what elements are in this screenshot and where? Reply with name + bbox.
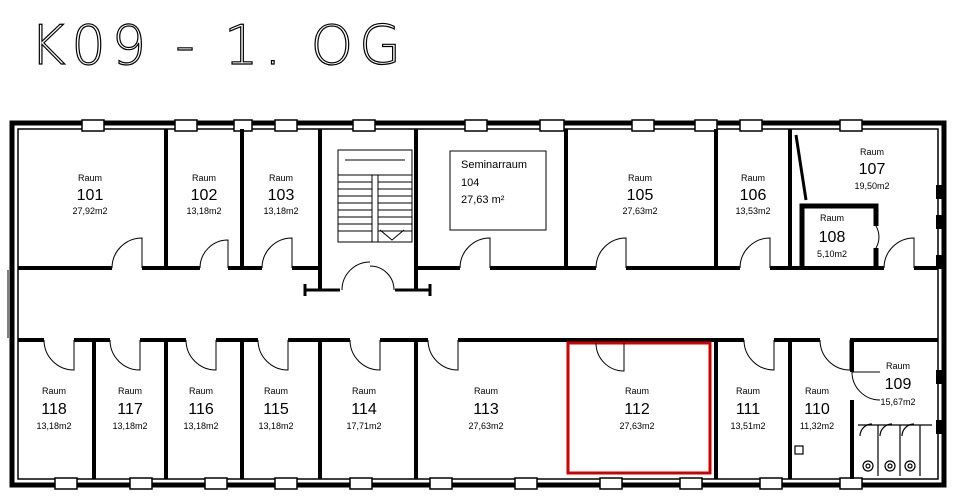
- room-area: 13,18m2: [112, 421, 147, 431]
- staircase: [337, 149, 413, 291]
- room-area: 13,18m2: [36, 421, 71, 431]
- room-110[interactable]: Raum 110 11,32m2: [800, 386, 834, 431]
- room-111[interactable]: Raum 111 13,51m2: [730, 386, 765, 431]
- seminar-room-label-box: [449, 150, 547, 231]
- room-area: 27,63m2: [619, 421, 654, 431]
- lower-doors: [43, 339, 881, 401]
- room-number: 118: [41, 401, 67, 418]
- room-label: Raum: [628, 173, 652, 183]
- room-112[interactable]: Raum 112 27,63m2: [619, 386, 654, 431]
- room-label: Raum: [352, 386, 376, 396]
- room-label: Raum: [474, 386, 498, 396]
- room-label: Raum: [736, 386, 760, 396]
- room-109[interactable]: Raum 109 15,67m2: [880, 361, 915, 407]
- room-area: 13,18m2: [263, 206, 298, 216]
- room-103[interactable]: Raum 103 13,18m2: [263, 173, 298, 216]
- room-label: Raum: [42, 386, 66, 396]
- room-102[interactable]: Raum 102 13,18m2: [186, 173, 221, 216]
- room-115[interactable]: Raum 115 13,18m2: [258, 386, 293, 431]
- room-label: Seminarraum: [461, 159, 527, 171]
- room-114[interactable]: Raum 114 17,71m2: [346, 386, 381, 431]
- room-number: 116: [188, 401, 214, 418]
- room-area: 19,50m2: [854, 181, 889, 191]
- highlighted-room-outline[interactable]: [566, 341, 712, 475]
- room-label: Raum: [189, 386, 213, 396]
- room-113[interactable]: Raum 113 27,63m2: [468, 386, 503, 431]
- toilet-icon: [904, 460, 916, 472]
- room-number: 109: [885, 376, 912, 393]
- room-label: Raum: [118, 386, 142, 396]
- room-108[interactable]: Raum 108 5,10m2: [817, 213, 847, 259]
- room-number: 112: [624, 401, 650, 418]
- floor-title: K09 - 1. OG: [30, 14, 407, 77]
- room-number: 108: [819, 229, 846, 246]
- room-107[interactable]: Raum 107 19,50m2: [854, 147, 889, 191]
- sanitary-cubicles: [794, 423, 932, 476]
- room-number: 111: [736, 401, 760, 418]
- room-number: 110: [804, 401, 830, 418]
- room-number: 102: [191, 187, 218, 204]
- room-area: 27,92m2: [72, 206, 107, 216]
- upper-walls: [18, 129, 938, 290]
- room-number: 107: [859, 161, 886, 178]
- room-number: 115: [263, 401, 289, 418]
- room-label: Raum: [860, 147, 884, 157]
- windows-top: [81, 119, 863, 132]
- room-number: 114: [351, 401, 377, 418]
- room-area: 27,63m2: [468, 421, 503, 431]
- room-area: 13,18m2: [186, 206, 221, 216]
- room-label: Raum: [886, 361, 910, 371]
- room-area: 27,63m2: [622, 206, 657, 216]
- upper-doors: [111, 225, 915, 269]
- toilet-icon: [884, 460, 896, 472]
- room-number: 103: [268, 187, 295, 204]
- room-117[interactable]: Raum 117 13,18m2: [112, 386, 147, 431]
- room-116[interactable]: Raum 116 13,18m2: [183, 386, 218, 431]
- room-number: 104: [461, 177, 479, 189]
- room-number: 117: [117, 401, 143, 418]
- windows-right: [936, 185, 946, 434]
- room-label: Raum: [625, 386, 649, 396]
- room-label: Raum: [820, 213, 844, 223]
- room-area: 15,67m2: [880, 397, 915, 407]
- room-number: 113: [473, 401, 499, 418]
- room-label: Raum: [269, 173, 293, 183]
- room-area: 27,63 m²: [461, 194, 505, 206]
- room-106[interactable]: Raum 106 13,53m2: [735, 173, 770, 216]
- room-area: 13,53m2: [735, 206, 770, 216]
- toilet-icon: [862, 460, 874, 472]
- room-label: Raum: [741, 173, 765, 183]
- room-area: 13,51m2: [730, 421, 765, 431]
- room-area: 11,32m2: [800, 421, 834, 431]
- room-label: Raum: [264, 386, 288, 396]
- lower-walls: [18, 338, 938, 479]
- room-number: 106: [740, 187, 767, 204]
- room-area: 13,18m2: [183, 421, 218, 431]
- room-105[interactable]: Raum 105 27,63m2: [622, 173, 657, 216]
- room-label: Raum: [78, 173, 102, 183]
- room-number: 101: [77, 187, 104, 204]
- room-area: 13,18m2: [258, 421, 293, 431]
- room-number: 105: [627, 187, 654, 204]
- room-label: Raum: [805, 386, 829, 396]
- room-area: 5,10m2: [817, 249, 847, 259]
- room-area: 17,71m2: [346, 421, 381, 431]
- room-101[interactable]: Raum 101 27,92m2: [72, 173, 107, 216]
- room-104[interactable]: Seminarraum 104 27,63 m²: [461, 159, 527, 206]
- room-label: Raum: [192, 173, 216, 183]
- room-118[interactable]: Raum 118 13,18m2: [36, 386, 71, 431]
